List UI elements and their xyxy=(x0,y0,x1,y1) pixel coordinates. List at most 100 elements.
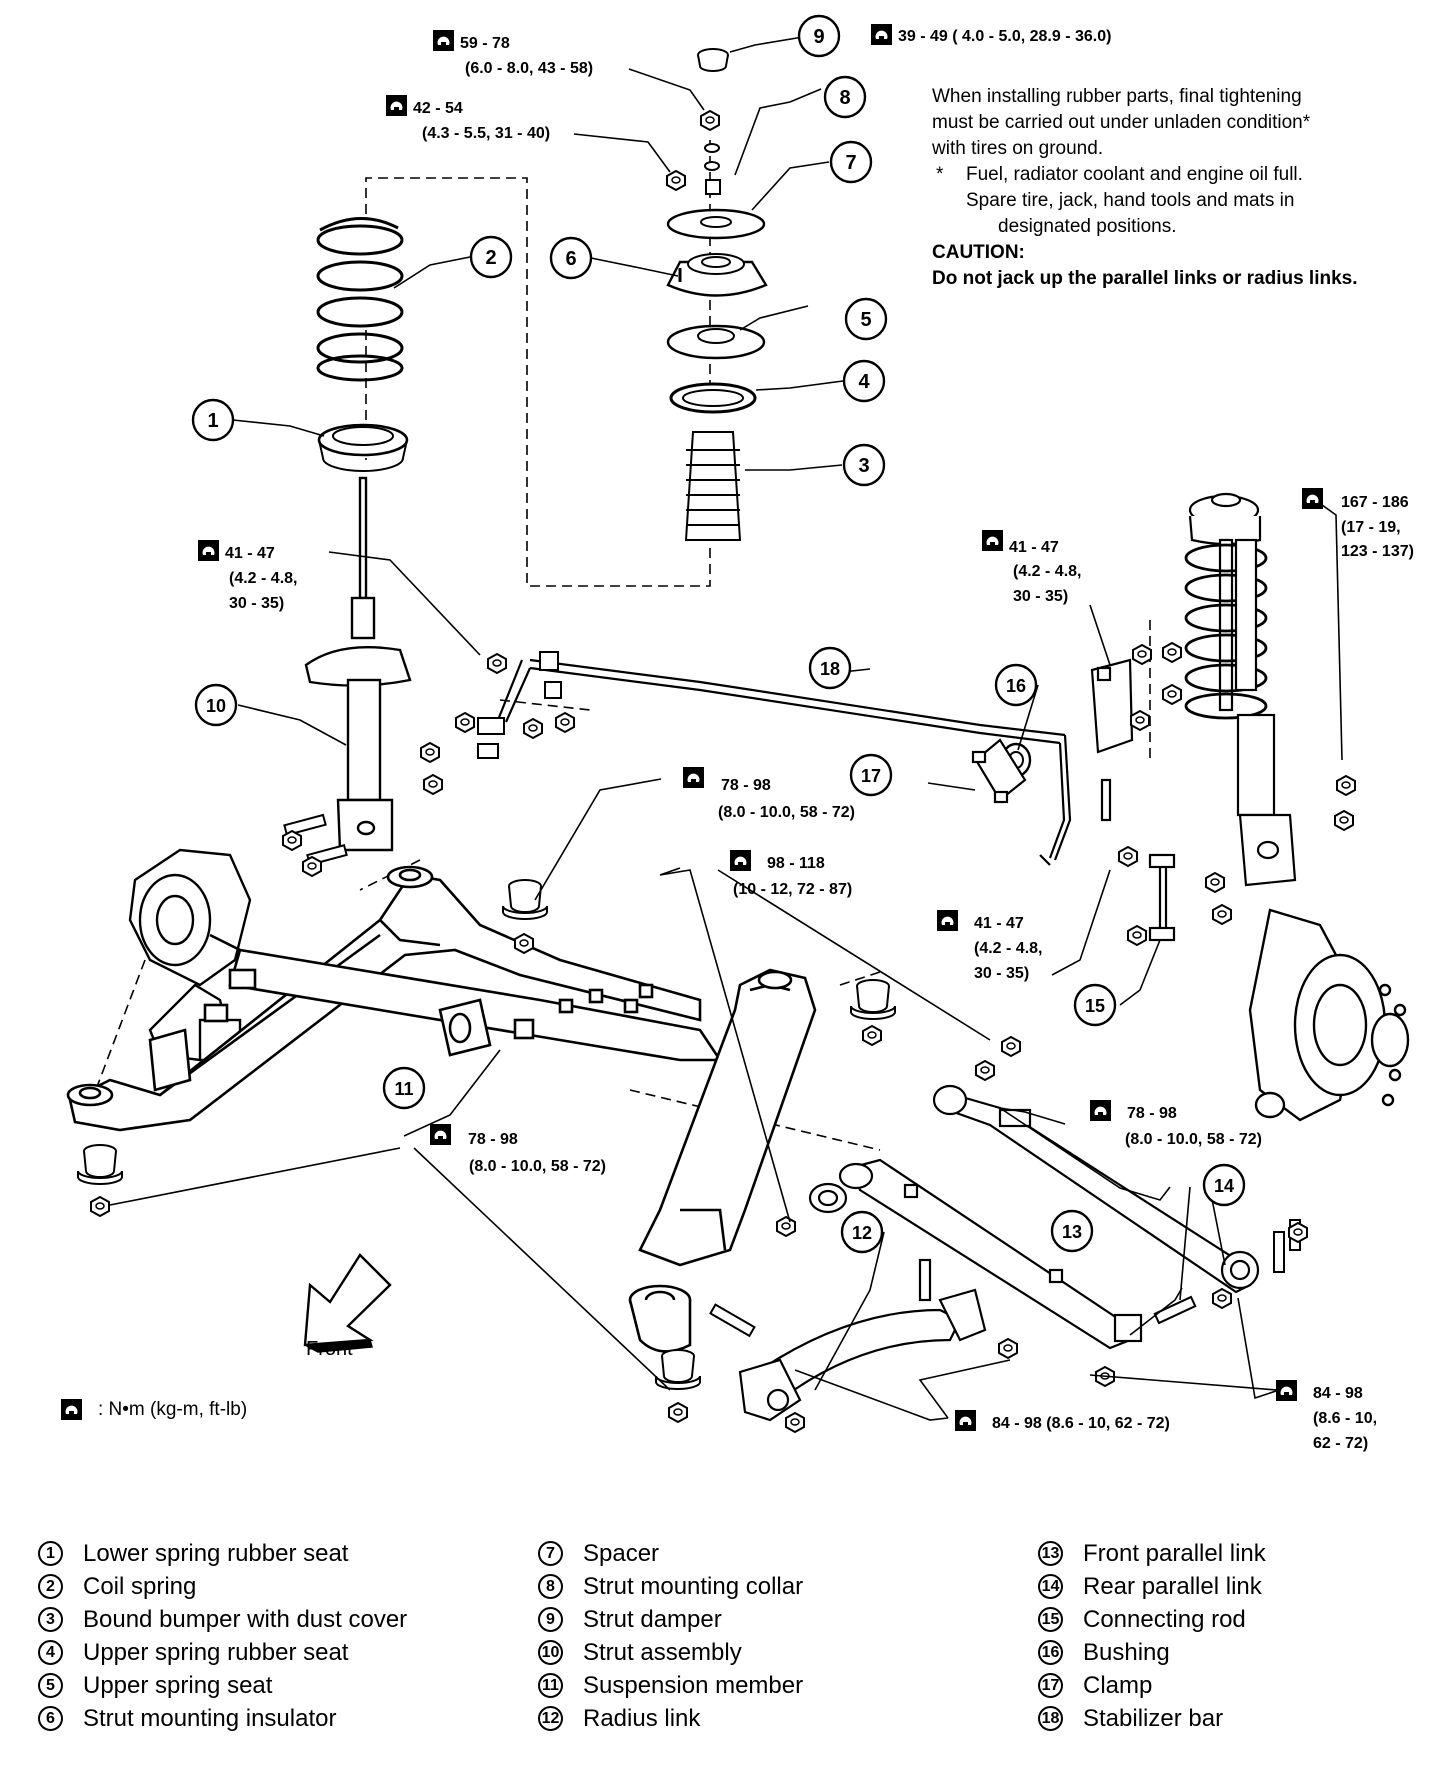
rear-link-bolt xyxy=(1273,1219,1308,1273)
callout-8: 8 xyxy=(823,75,867,119)
rear-lower-arm xyxy=(628,968,817,1353)
spacer xyxy=(666,208,766,240)
svg-text:15: 15 xyxy=(1085,996,1105,1016)
front-parallel-link xyxy=(838,1158,1143,1350)
stabilizer-bar xyxy=(496,658,1072,866)
right-strut-nut-2 xyxy=(1334,810,1354,831)
link-nut-2 xyxy=(776,1216,796,1237)
left-knuckle xyxy=(128,848,252,1062)
member-nut-2 xyxy=(862,1025,882,1046)
clamp xyxy=(971,738,1027,804)
strut-mounting-collar xyxy=(705,179,721,195)
svg-text:(8.0 - 10.0, 58 - 72): (8.0 - 10.0, 58 - 72) xyxy=(1125,1131,1262,1148)
member-bushing-1 xyxy=(502,879,548,920)
link-nut-1 xyxy=(1001,1036,1021,1057)
upper-spring-rubber-seat xyxy=(669,382,757,414)
callout-1: 1 xyxy=(191,398,235,442)
svg-text:2: 2 xyxy=(485,247,496,269)
svg-text:16: 16 xyxy=(1006,676,1026,696)
rear-parallel-link xyxy=(932,1084,1260,1294)
strut-nut-2 xyxy=(423,774,443,795)
callout-2: 2 xyxy=(469,235,513,279)
right-knuckle xyxy=(1248,908,1410,1122)
svg-text:13: 13 xyxy=(1062,1222,1082,1242)
torque-42-54: 42 - 54 (4.3 - 5.5, 31 - 40) xyxy=(386,95,550,142)
callout-7: 7 xyxy=(829,140,873,184)
right-strut-nut-1 xyxy=(1336,775,1356,796)
svg-text:(4.3 - 5.5, 31 - 40): (4.3 - 5.5, 31 - 40) xyxy=(422,125,550,142)
lower-spring-rubber-seat xyxy=(317,423,409,472)
front-label: Front xyxy=(306,1338,353,1360)
callout-16: 16 xyxy=(994,663,1038,707)
rod-nut-2 xyxy=(1127,925,1147,946)
svg-text:41 - 47: 41 - 47 xyxy=(225,545,275,562)
callout-12: 12 xyxy=(840,1210,884,1254)
svg-text:(10 - 12, 72 - 87): (10 - 12, 72 - 87) xyxy=(733,881,852,898)
torque-wrench-icon xyxy=(61,1399,82,1420)
svg-text:98 - 118: 98 - 118 xyxy=(767,855,825,872)
svg-text:59 - 78: 59 - 78 xyxy=(460,35,510,52)
callout-18: 18 xyxy=(808,646,852,690)
stab-nut-3 xyxy=(523,718,543,739)
member-nut-1 xyxy=(514,933,534,954)
svg-text:(4.2 - 4.8,: (4.2 - 4.8, xyxy=(1013,563,1081,580)
svg-text:1: 1 xyxy=(207,410,218,432)
svg-text:84 - 98 (8.6 - 10, 62 - 72): 84 - 98 (8.6 - 10, 62 - 72) xyxy=(992,1415,1170,1432)
torque-39-49: 39 - 49 ( 4.0 - 5.0, 28.9 - 36.0) xyxy=(871,24,1111,45)
footnote-line: Spare tire, jack, hand tools and mats in xyxy=(966,190,1295,211)
callout-15: 15 xyxy=(1073,983,1117,1027)
svg-text:10: 10 xyxy=(206,696,226,716)
suspension-member xyxy=(66,865,723,1132)
torque-59-78: 59 - 78 (6.0 - 8.0, 43 - 58) xyxy=(433,30,593,77)
svg-text:3: 3 xyxy=(858,455,869,477)
torque-78-98-right: 78 - 98 (8.0 - 10.0, 58 - 72) xyxy=(1090,1100,1262,1148)
footnote-line: Fuel, radiator coolant and engine oil fu… xyxy=(966,164,1303,185)
torque-78-98-top: 78 - 98 (8.0 - 10.0, 58 - 72) xyxy=(683,767,855,821)
svg-text:41 - 47: 41 - 47 xyxy=(974,915,1024,932)
mount-nut xyxy=(666,170,686,191)
svg-text:30 - 35): 30 - 35) xyxy=(1013,588,1068,605)
torque-167-186: 167 - 186 (17 - 19, 123 - 137) xyxy=(1302,488,1414,560)
svg-text:30 - 35): 30 - 35) xyxy=(229,595,284,612)
stab-nut-1 xyxy=(487,653,507,674)
right-strut-assembly xyxy=(1184,492,1297,887)
right-strut-nut-3 xyxy=(1205,872,1225,893)
strut-assembly xyxy=(304,476,412,852)
svg-text:(4.2 - 4.8,: (4.2 - 4.8, xyxy=(974,940,1042,957)
bracket-nut-3 xyxy=(1162,684,1182,705)
svg-text:17: 17 xyxy=(861,766,881,786)
stab-nut-2 xyxy=(455,712,475,733)
bracket-nut-4 xyxy=(1130,710,1150,731)
svg-text:(8.0 - 10.0, 58 - 72): (8.0 - 10.0, 58 - 72) xyxy=(718,804,855,821)
footnote: * Fuel, radiator coolant and engine oil … xyxy=(932,162,1452,240)
callout-10: 10 xyxy=(194,683,238,727)
coil-spring xyxy=(316,217,404,382)
footnote-line: designated positions. xyxy=(998,216,1177,237)
radius-link xyxy=(738,1258,987,1422)
callout-6: 6 xyxy=(549,236,593,280)
front-link-bolt xyxy=(1153,1295,1197,1325)
svg-text:(4.2 - 4.8,: (4.2 - 4.8, xyxy=(229,570,297,587)
svg-text:8: 8 xyxy=(839,87,850,109)
strut-mounting-insulator xyxy=(666,253,768,297)
svg-text:(8.0 - 10.0, 58 - 72): (8.0 - 10.0, 58 - 72) xyxy=(469,1158,606,1175)
right-strut-nut-4 xyxy=(1212,904,1232,925)
stabilizer-bracket xyxy=(1090,658,1134,822)
radius-link-mount xyxy=(808,1182,848,1214)
torque-41-47-lower-right: 41 - 47 (4.2 - 4.8, 30 - 35) xyxy=(937,910,1042,982)
unit-key-text: : N•m (kg-m, ft-lb) xyxy=(98,1399,248,1420)
